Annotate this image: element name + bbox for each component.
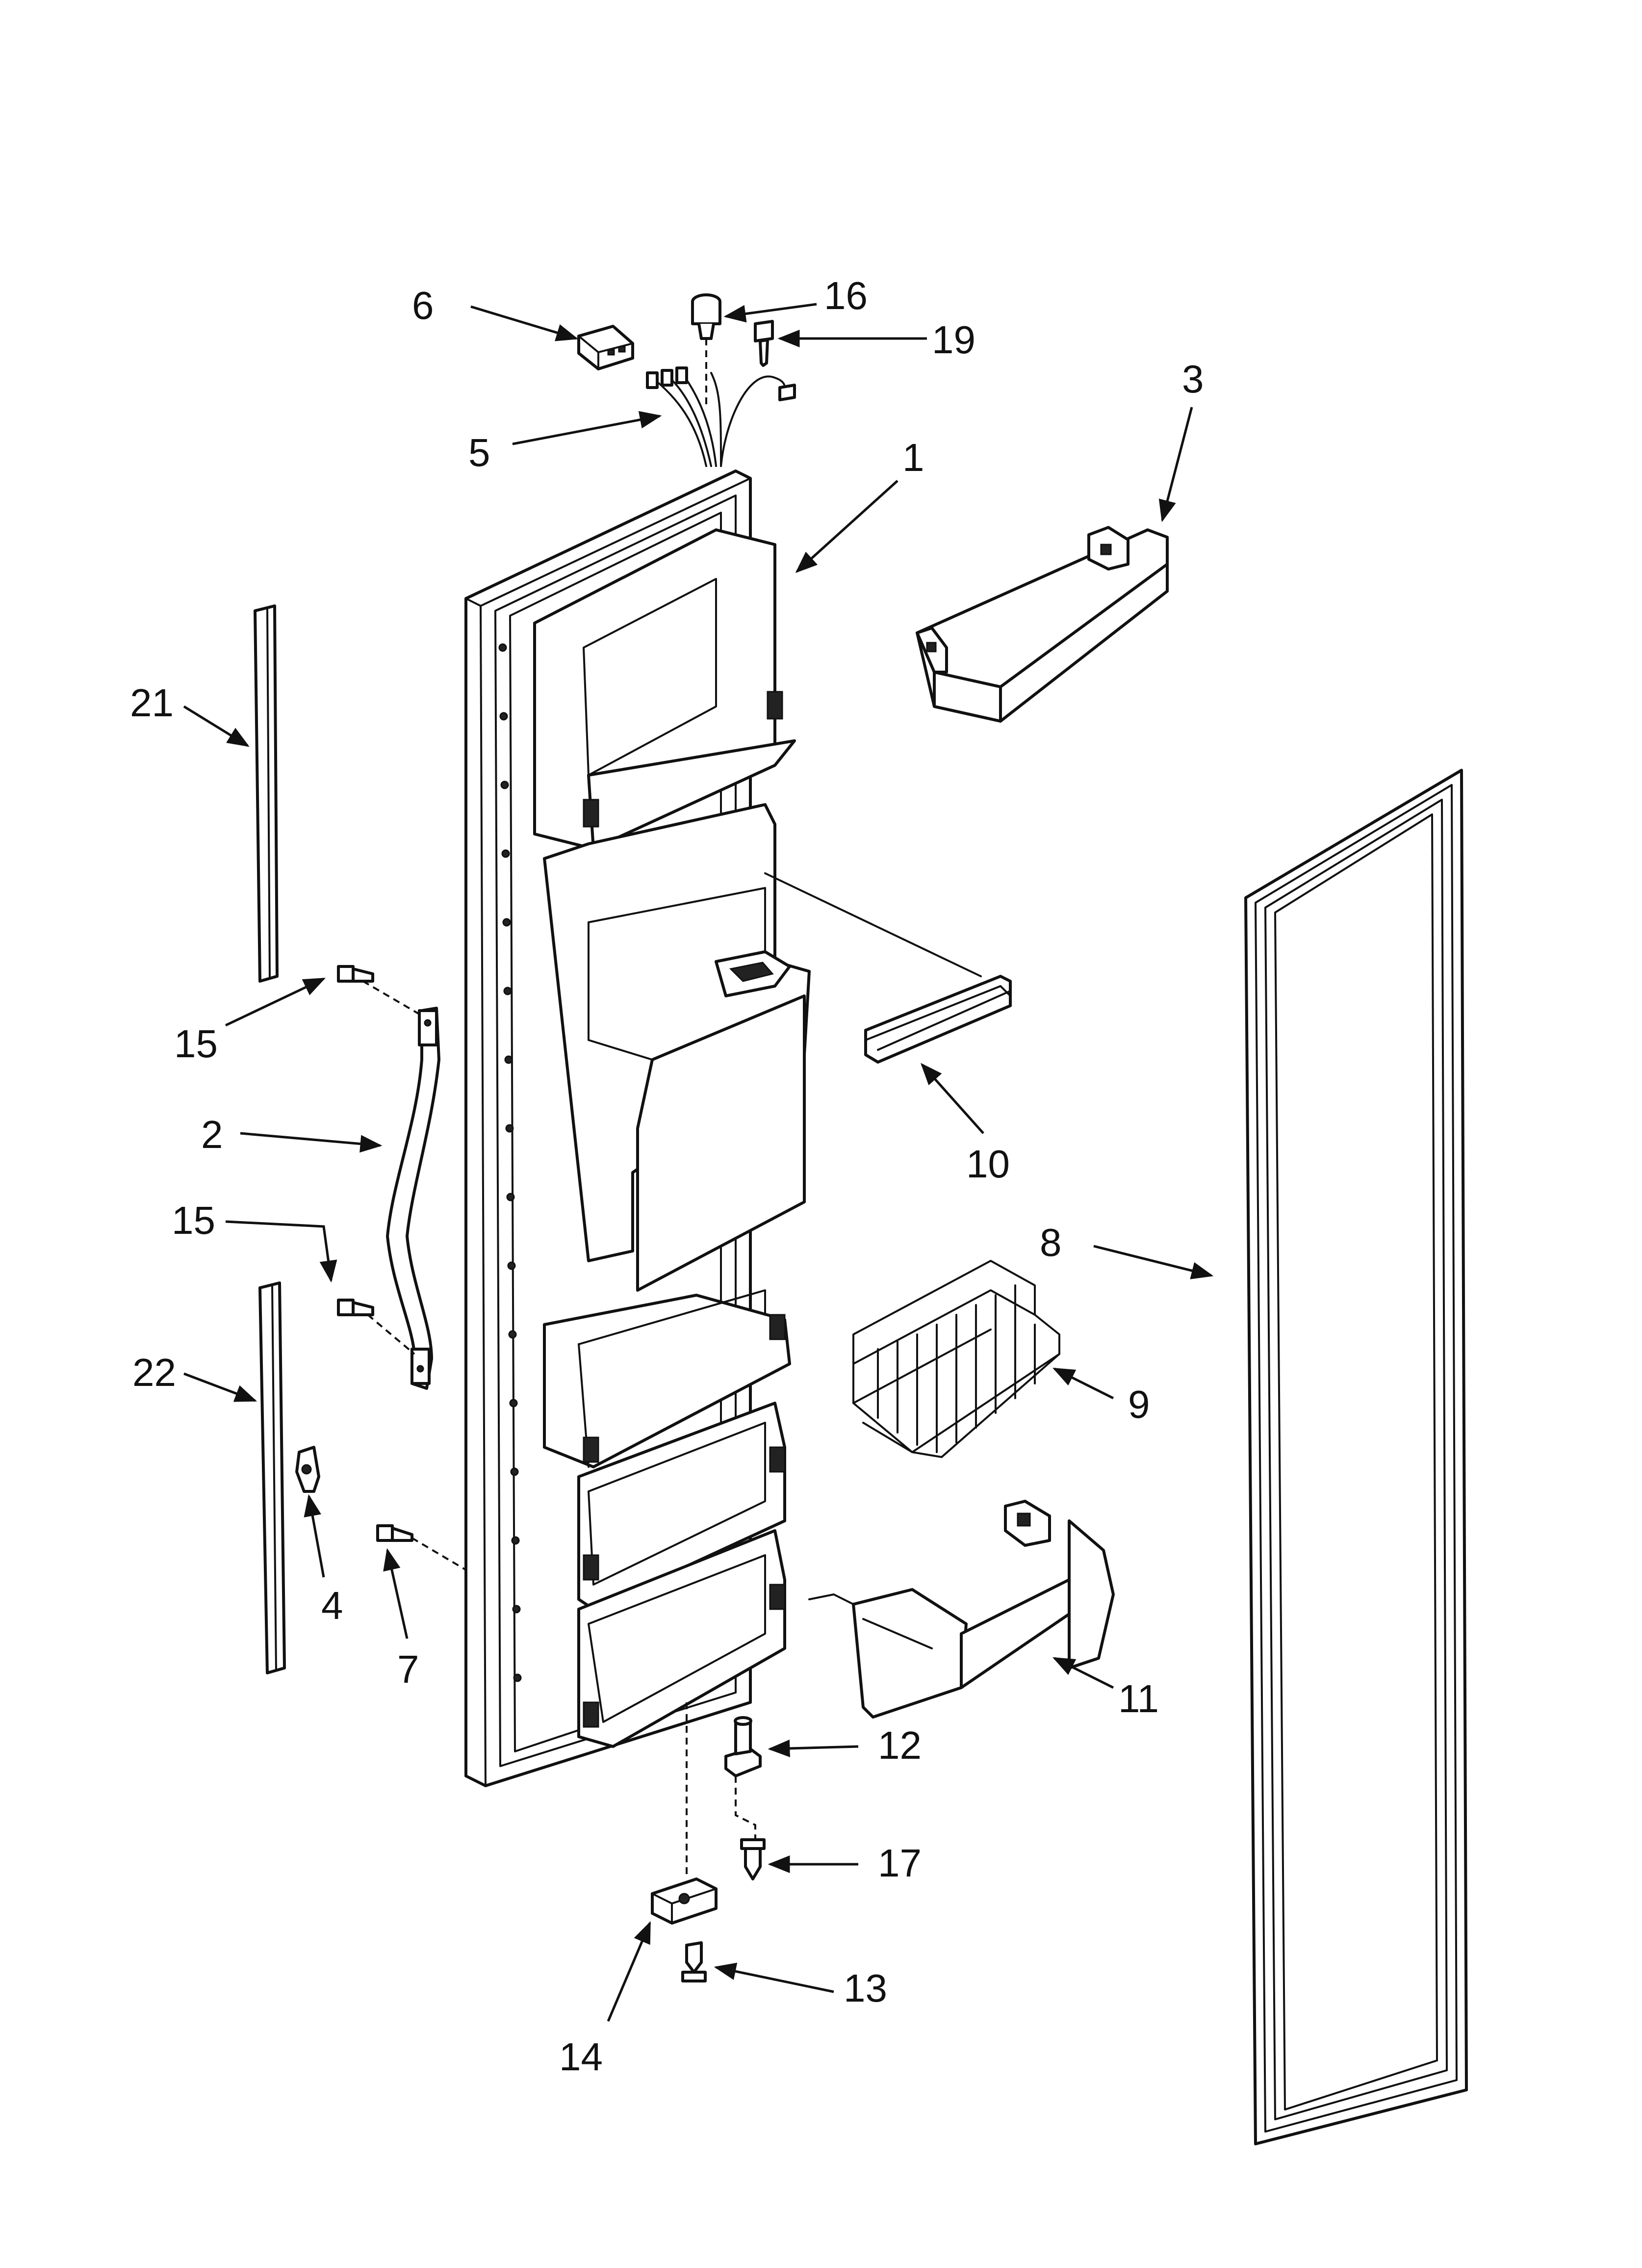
- hinge-pin-part-12: [724, 1716, 762, 1845]
- callout-3: 3: [1182, 357, 1204, 401]
- callout-labels: 6 16 19 3 5 1 21 15 2 10 15 8 22 9 4 7 1…: [130, 274, 1204, 2079]
- callout-10: 10: [966, 1142, 1010, 1186]
- door-screw-holes: [498, 643, 522, 1682]
- callout-12: 12: [878, 1723, 922, 1767]
- hinge-bracket-part-14: [651, 1702, 718, 1925]
- callout-15-upper: 15: [174, 1022, 218, 1066]
- light-socket-part-16: [691, 293, 721, 407]
- callout-2: 2: [201, 1113, 223, 1156]
- screw-part-7: [376, 1524, 467, 1571]
- callout-21: 21: [130, 681, 174, 725]
- door-bin-part-11: [808, 1500, 1115, 1719]
- handle-part-2: [386, 1007, 440, 1390]
- screw-part-15-lower: [337, 1299, 415, 1355]
- callout-15-lower: 15: [172, 1199, 215, 1242]
- connector-part-6: [577, 325, 634, 370]
- wire-harness-part-5: [646, 366, 796, 467]
- trim-strip-part-22: [258, 1281, 286, 1674]
- trim-part-10: [764, 872, 1012, 1064]
- door-gasket-part-8: [1244, 769, 1468, 2145]
- callout-8: 8: [1040, 1221, 1062, 1264]
- callout-17: 17: [878, 1841, 922, 1885]
- callout-9: 9: [1128, 1382, 1150, 1426]
- screw-part-15-upper: [337, 965, 423, 1017]
- callout-11: 11: [1118, 1677, 1159, 1721]
- door-panel-part-1: [464, 469, 811, 1787]
- clip-part-4: [295, 1446, 320, 1493]
- screw-part-19: [754, 320, 774, 367]
- callout-19: 19: [932, 318, 975, 362]
- callout-14: 14: [559, 2035, 603, 2079]
- door-bin-part-3: [916, 526, 1169, 723]
- trim-strip-part-21: [254, 604, 279, 983]
- callout-13: 13: [844, 1966, 887, 2010]
- callout-6: 6: [412, 284, 434, 327]
- callout-5: 5: [468, 431, 490, 474]
- callout-1: 1: [902, 436, 924, 479]
- callout-7: 7: [397, 1647, 419, 1691]
- screw-part-17: [740, 1838, 766, 1880]
- leader-lines: [183, 303, 1214, 2022]
- wire-basket-part-9: [852, 1260, 1060, 1458]
- callout-4: 4: [321, 1584, 343, 1627]
- screw-part-13: [681, 1941, 707, 1982]
- callout-16: 16: [824, 274, 868, 317]
- callout-22: 22: [132, 1351, 176, 1394]
